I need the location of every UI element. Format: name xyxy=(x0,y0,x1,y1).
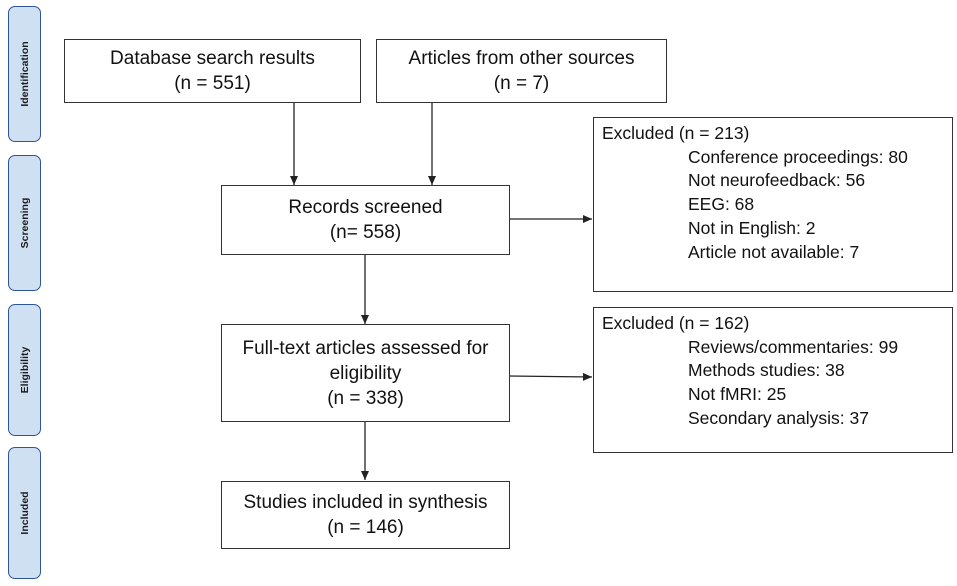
excluded-title: Excluded (n = 213) xyxy=(602,123,750,143)
excluded-title: Excluded (n = 162) xyxy=(602,313,750,333)
phase-included: Included xyxy=(8,447,41,579)
excluded-item: Reviews/commentaries: 99 xyxy=(688,336,899,357)
other-sources-box: Articles from other sources (n = 7) xyxy=(376,39,667,103)
excluded-eligibility-box: Excluded (n = 162) Reviews/commentaries:… xyxy=(593,307,953,453)
excluded-item: Not in English: 2 xyxy=(688,217,816,238)
box-count: (n = 146) xyxy=(327,517,404,538)
excluded-item: Secondary analysis: 37 xyxy=(688,407,869,428)
arrow-fulltext-to-excluded xyxy=(508,372,593,381)
excluded-item: Methods studies: 38 xyxy=(688,360,845,381)
records-screened-box: Records screened (n= 558) xyxy=(221,185,510,255)
box-label: Studies included in synthesis xyxy=(243,492,488,513)
box-count: (n = 7) xyxy=(493,73,550,94)
full-text-assessed-box: Full-text articles assessed for eligibil… xyxy=(221,324,510,422)
excluded-item: Not neurofeedback: 56 xyxy=(688,170,866,191)
box-label: eligibility xyxy=(329,362,402,384)
excluded-item: Article not available: 7 xyxy=(688,241,860,262)
studies-included-box: Studies included in synthesis (n = 146) xyxy=(221,481,510,549)
phase-identification: Identification xyxy=(8,6,41,142)
excluded-item: EEG: 68 xyxy=(688,194,755,215)
excluded-screening-box: Excluded (n = 213) Conference proceeding… xyxy=(593,117,953,292)
phase-screening: Screening xyxy=(8,155,41,291)
box-label: Articles from other sources xyxy=(408,48,635,69)
phase-eligibility: Eligibility xyxy=(8,304,41,436)
box-count: (n = 338) xyxy=(327,387,404,409)
box-count: (n = 551) xyxy=(174,73,251,94)
excluded-item: Not fMRI: 25 xyxy=(688,384,787,405)
box-label: Full-text articles assessed for xyxy=(242,337,489,359)
box-label: Database search results xyxy=(110,48,315,69)
box-label: Records screened xyxy=(288,197,443,218)
box-count: (n= 558) xyxy=(329,222,402,243)
excluded-item: Conference proceedings: 80 xyxy=(688,146,908,167)
database-search-box: Database search results (n = 551) xyxy=(64,39,361,103)
